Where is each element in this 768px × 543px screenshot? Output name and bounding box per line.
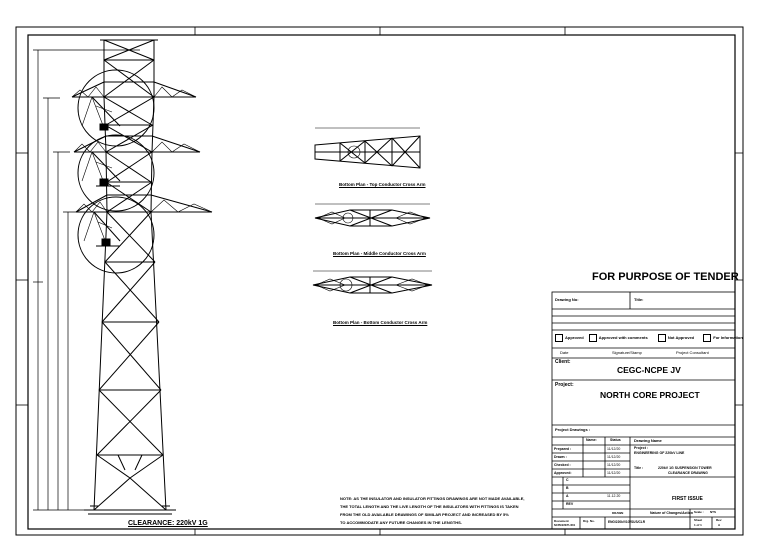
inner-border <box>27 34 736 530</box>
status-approved[interactable]: Approved <box>555 334 584 342</box>
plan-views <box>312 127 433 294</box>
drawing-title-2: CLEARANCE DRAWING <box>668 471 708 475</box>
rev-header: REV <box>566 502 574 506</box>
date-label: Date <box>560 350 569 355</box>
first-issue: FIRST ISSUE <box>672 496 703 502</box>
rev-date: 11.12.20 <box>607 494 621 498</box>
prepared-date: 11/12/20 <box>607 447 621 451</box>
checkbox-icon[interactable] <box>588 334 597 342</box>
clearance-label: CLEARANCE: 220kV 1G <box>128 520 208 527</box>
drawing-project-label: Project : <box>634 446 649 450</box>
drg-no: ENG/220kV/1G/SUS/CLR <box>608 520 646 524</box>
clearance-circles <box>77 69 155 274</box>
plan-caption-middle: Bottom Plan - Middle Conductor Cross Arm <box>333 251 426 256</box>
doc-label: Document <box>554 519 569 523</box>
plan-caption-top: Bottom Plan - Top Conductor Cross Arm <box>339 182 426 187</box>
height-dimensions <box>33 49 140 511</box>
status-options: Approved Approved with comments Not Appr… <box>555 334 743 342</box>
lattice-tower <box>84 39 176 515</box>
revision-c: C <box>566 478 569 482</box>
checked-role: Checked : <box>554 463 571 467</box>
status-not-approved[interactable]: Not Approved <box>657 334 694 342</box>
client-label: Client: <box>555 359 571 365</box>
name-header: Name: <box>586 438 597 442</box>
drawn-date: 11/12/20 <box>607 455 621 459</box>
drg-label: Drg. No. <box>583 519 595 523</box>
status-approved-with-comments[interactable]: Approved with comments <box>588 334 648 342</box>
drawing-no-label: Drawing No: <box>555 297 579 302</box>
checkbox-icon[interactable] <box>703 334 712 342</box>
project-drawings-label: Project Drawings : <box>555 427 591 432</box>
rev-value: A <box>718 523 721 527</box>
revision-b: B <box>566 486 569 490</box>
outer-border <box>15 26 744 536</box>
note-line: NOTE: AS THE INSULATOR AND INSULATOR FIT… <box>340 496 525 501</box>
prepared-role: Prepared : <box>554 447 572 451</box>
drawing-title-label: Title : <box>634 466 644 470</box>
checked-date: 11/12/20 <box>607 463 621 467</box>
cross-arms <box>71 81 213 213</box>
project-name: NORTH CORE PROJECT <box>600 390 700 400</box>
tender-stamp: FOR PURPOSE OF TENDER <box>592 271 739 283</box>
scale-label: Scale : <box>694 510 704 514</box>
drawing-name-header: Drawing Name <box>634 438 662 443</box>
scale-value: NTS <box>710 510 716 514</box>
signature-label: Signature/Stamp <box>612 350 642 355</box>
plan-caption-bottom: Bottom Plan - Bottom Conductor Cross Arm <box>333 320 428 325</box>
nature-label: Nature of Changes/Action <box>650 511 693 515</box>
drawn-role: Drawn : <box>554 455 567 459</box>
drawing-project: ENGINEERING OF 220kV LINE <box>634 451 685 455</box>
sheet-label: Sheet <box>694 518 703 522</box>
drawing-title: 220kV 1G SUSPENSION TOWER <box>658 466 712 470</box>
client-name: CEGC-NCPE JV <box>617 365 681 375</box>
sheet-value: 1 of 1 <box>694 523 702 527</box>
title-block-frame <box>551 291 736 530</box>
checkbox-icon[interactable] <box>657 334 666 342</box>
note-line: TO ACCOMMODATE ANY FUTURE CHANGES IN THE… <box>340 520 462 525</box>
checkbox-icon[interactable] <box>555 334 563 342</box>
approved-date: 11/12/20 <box>607 471 621 475</box>
project-consultant-label: Project Consultant <box>676 350 709 355</box>
outer-tick-marks <box>16 27 743 535</box>
project-label: Project: <box>555 382 574 388</box>
title-label: Title: <box>634 297 644 302</box>
revision-a: A <box>566 494 569 498</box>
doc-no: NCPE/220/TL/001 <box>554 524 576 527</box>
status-for-information[interactable]: For Information <box>703 334 743 342</box>
note-line: THE TOTAL LENGTH AND THE LIVE LENGTH OF … <box>340 504 519 509</box>
note-block: NOTE: AS THE INSULATOR AND INSULATOR FIT… <box>340 495 525 527</box>
drawn-label: DRAWN <box>612 511 624 515</box>
rev-label: Rev <box>716 518 722 522</box>
approved-role: Approved: <box>554 471 572 475</box>
note-line: FROM THE OLD AVAILABLE DRAWINGS OF SIMIL… <box>340 512 509 517</box>
status-header: Status <box>610 438 621 442</box>
